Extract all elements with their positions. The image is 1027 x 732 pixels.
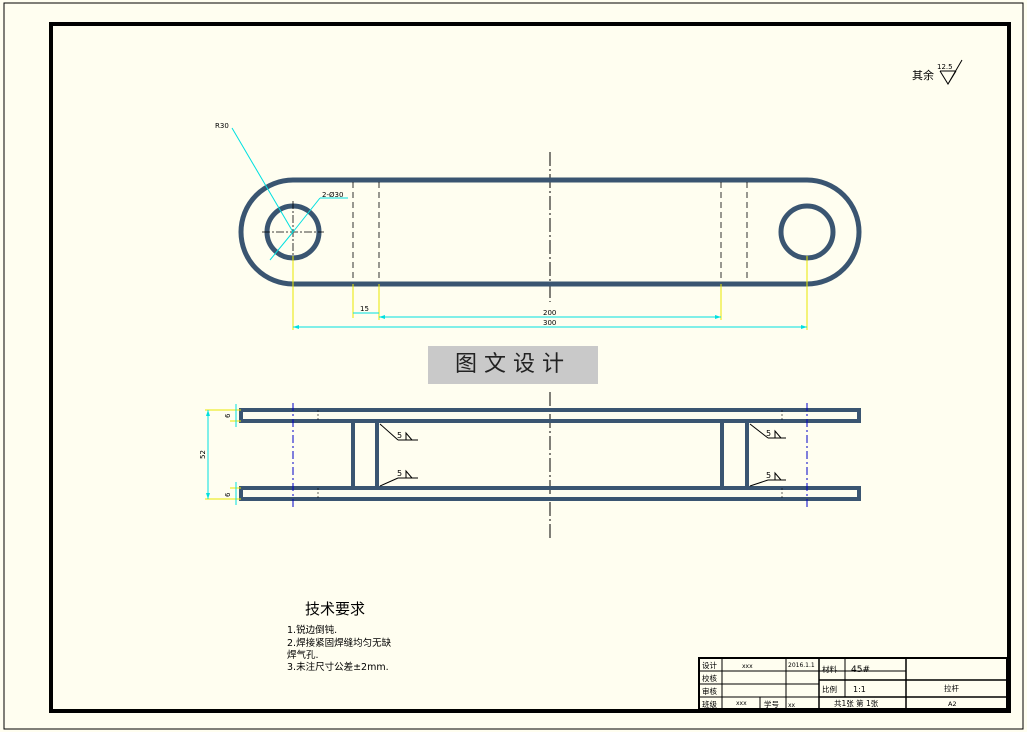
svg-text:审核: 审核 (702, 686, 717, 696)
dim-300-label: 300 (543, 319, 556, 327)
svg-text:共1张 第 1张: 共1张 第 1张 (834, 698, 879, 708)
requirement-item-2: 2.焊接紧固焊缝均匀无缺 (287, 638, 392, 649)
dim-52-label: 52 (199, 450, 207, 459)
dim-200-label: 200 (543, 309, 556, 317)
outer-frame (3, 2, 1024, 730)
svg-text:拉杆: 拉杆 (944, 683, 959, 693)
svg-text:5: 5 (397, 469, 402, 478)
svg-text:设计: 设计 (702, 660, 717, 670)
requirement-item-3: 焊气孔. (287, 650, 319, 661)
svg-text:5: 5 (397, 431, 402, 440)
svg-text:xxx: xxx (736, 700, 747, 707)
roughness-symbol-icon (939, 59, 963, 85)
front-view: 5 5 5 5 6 52 6 (199, 392, 861, 540)
dim-6-top-label: 6 (224, 413, 232, 418)
title-block (698, 657, 1008, 710)
svg-text:5: 5 (766, 471, 771, 480)
inner-border (49, 22, 1011, 713)
svg-text:校核: 校核 (702, 673, 717, 683)
svg-text:学号: 学号 (764, 699, 779, 709)
holes-label: 2-Ø30 (322, 191, 343, 199)
svg-text:比例: 比例 (822, 684, 837, 694)
svg-text:xx: xx (788, 702, 796, 709)
svg-text:A2: A2 (948, 700, 957, 708)
weld-symbol-4: 5 (749, 471, 786, 487)
roughness-prefix: 其余 (912, 68, 934, 82)
dim-6-bottom-label: 6 (224, 492, 232, 497)
requirement-item-4: 3.未注尺寸公差±2mm. (287, 662, 389, 673)
svg-text:材料: 材料 (822, 664, 837, 674)
title-block-text: 设计 xxx 2016.1.1 校核 审核 班级 xxx 学号 xx 材料 45… (702, 660, 959, 709)
watermark-label: 图文设计 (428, 346, 598, 384)
svg-text:2016.1.1: 2016.1.1 (788, 662, 815, 669)
requirements-title: 技术要求 (305, 600, 366, 618)
radius-leader (231, 127, 294, 233)
svg-text:1:1: 1:1 (853, 685, 866, 694)
weld-symbol-2: 5 (379, 469, 418, 487)
right-hole (778, 203, 836, 261)
roughness-note: 其余 12.5 (912, 59, 963, 85)
weld-symbol-3: 5 (749, 423, 786, 439)
radius-label: R30 (215, 122, 229, 130)
svg-text:xxx: xxx (742, 663, 753, 670)
weld-symbol-1: 5 (379, 423, 418, 441)
left-spacer (241, 419, 355, 490)
requirement-item-1: 1.锐边倒钝. (287, 625, 338, 636)
top-view: R30 2-Ø30 15 200 300 (215, 122, 862, 330)
dim-15-label: 15 (360, 305, 369, 313)
svg-text:5: 5 (766, 429, 771, 438)
svg-text:45#: 45# (851, 665, 870, 675)
middle-spacer (375, 419, 724, 490)
roughness-value: 12.5 (937, 63, 953, 71)
right-spacer (745, 419, 859, 490)
svg-text:班级: 班级 (702, 699, 717, 709)
